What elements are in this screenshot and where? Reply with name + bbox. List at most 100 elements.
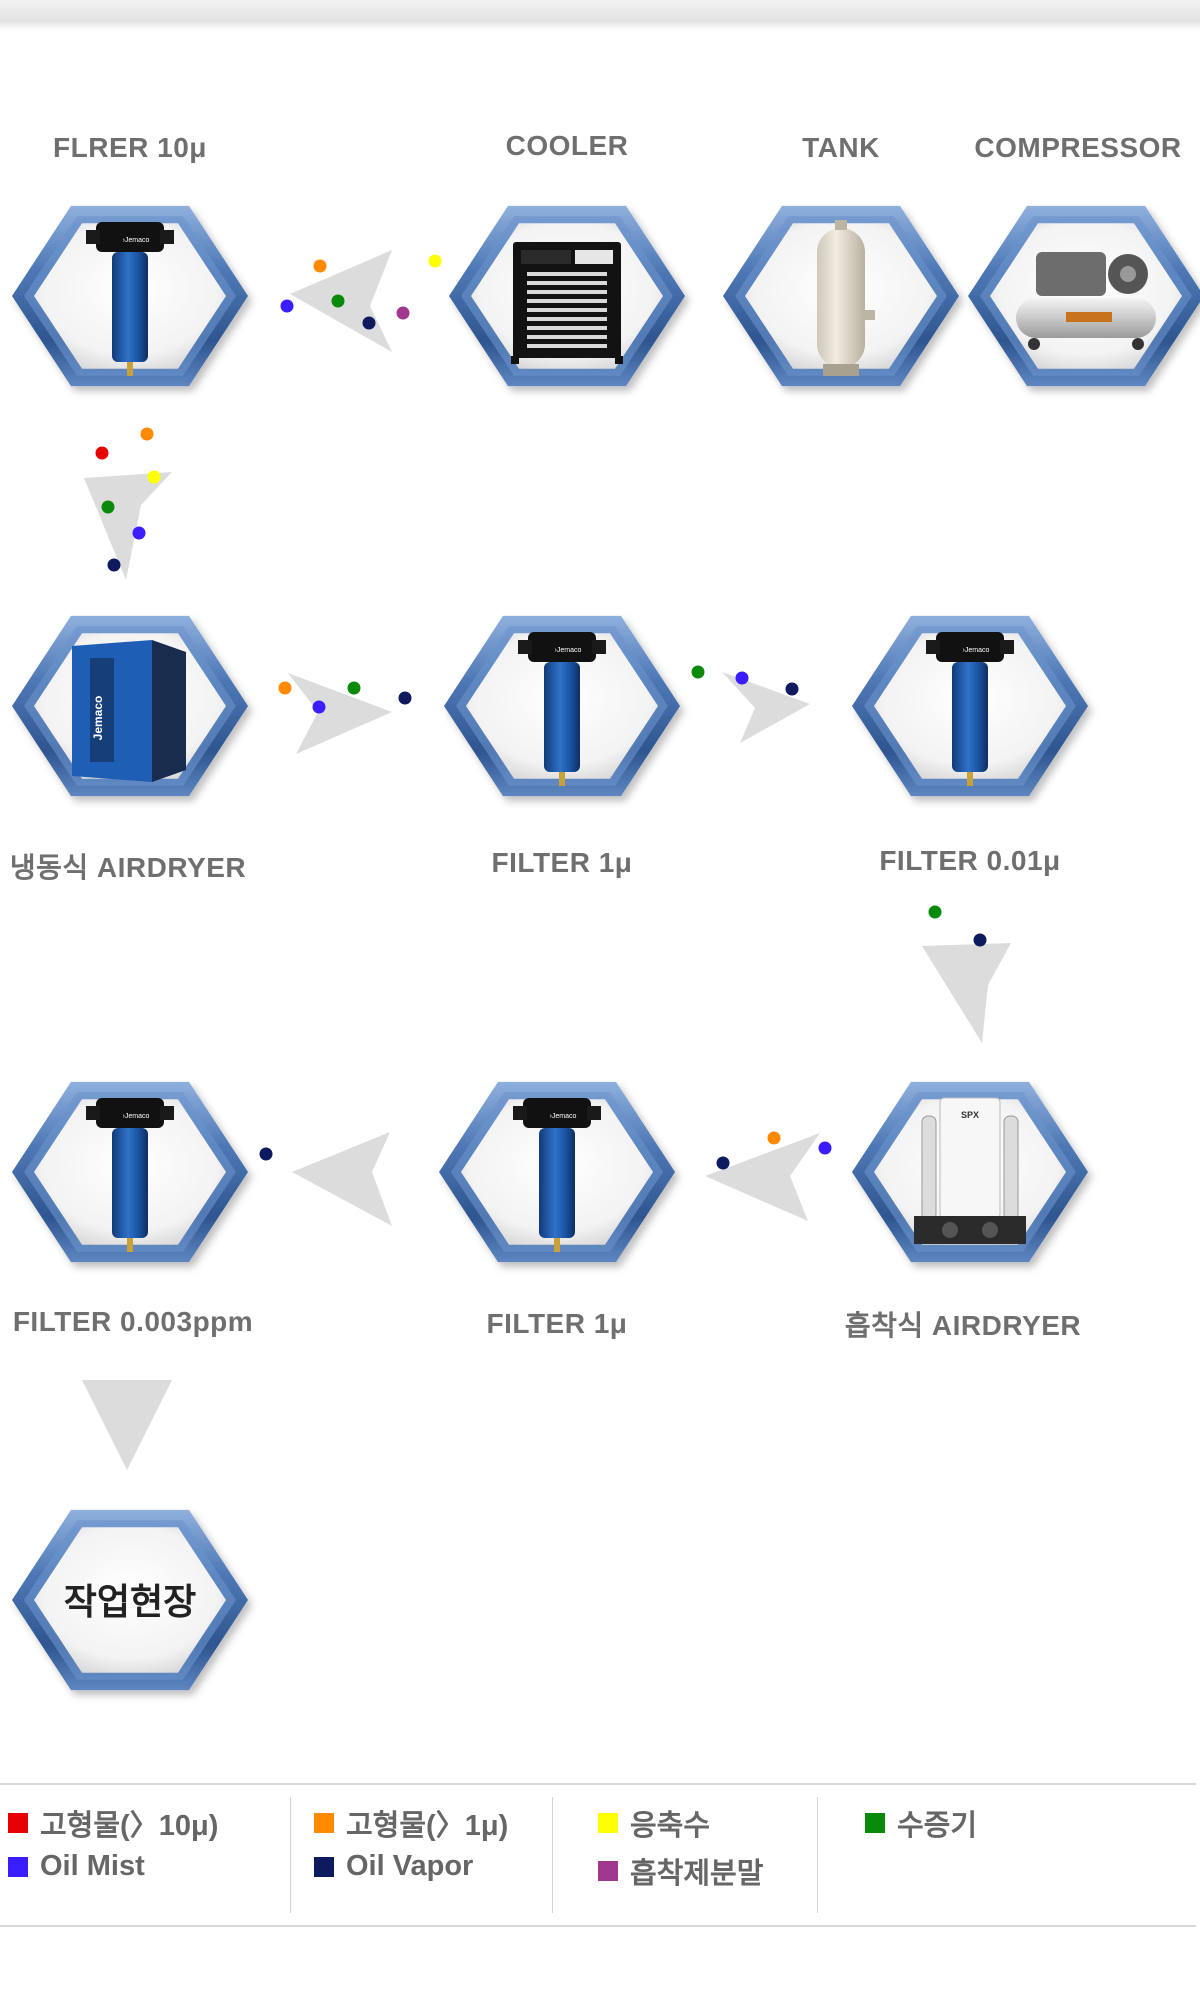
node-label-filter1b: FILTER 1μ	[486, 1308, 628, 1339]
legend-label: Oil Vapor	[346, 1850, 474, 1882]
node-label-compressor: COMPRESSOR	[974, 132, 1182, 163]
node-compressor	[968, 205, 1200, 387]
legend-label: Oil Mist	[40, 1850, 145, 1882]
legend-swatch	[598, 1861, 618, 1881]
worksite-node: 작업현장	[64, 1582, 196, 1623]
page-top-shadow	[0, 0, 1200, 30]
node-filter1b: ›Jemaco	[439, 1081, 675, 1263]
legend-item-condensate: 응축수	[598, 1802, 710, 1844]
node-label-filter10: FLRER 10μ	[53, 132, 207, 163]
flow-arrow-filter1a-to-filter001	[691, 665, 810, 743]
legend-swatch	[314, 1856, 334, 1877]
particle-condensate	[147, 470, 161, 484]
air-tank-icon	[817, 220, 875, 376]
node-filter10: ›Jemaco	[12, 205, 248, 387]
node-refdryer: Jemaco	[12, 615, 248, 797]
filter-housing-icon: ›Jemaco	[86, 1098, 174, 1252]
legend-divider	[552, 1797, 553, 1913]
node-label-filter0003: FILTER 0.003ppm	[12, 1306, 254, 1337]
adsorption-dryer-icon: SPX	[914, 1097, 1026, 1244]
flow-arrow-refdryer-to-filter1a	[278, 673, 412, 754]
particle-solid1	[278, 681, 292, 695]
legend-item-vapor: 수증기	[865, 1802, 977, 1844]
filter-housing-icon: ›Jemaco	[518, 632, 606, 786]
refrigerated-dryer-icon: Jemaco	[72, 640, 186, 782]
particle-oilmist	[280, 299, 294, 313]
flow-arrow-cooler-to-filter10	[280, 250, 442, 352]
flow-arrow-filter1b-to-filter0003	[259, 1132, 392, 1226]
particle-solid10	[95, 446, 109, 460]
particle-desiccant	[396, 306, 410, 320]
legend-item-desiccant: 흡착제분말	[598, 1850, 763, 1892]
node-label-adsdryer: 흡착식 AIRDRYER	[844, 1310, 1082, 1341]
legend-swatch	[8, 1856, 28, 1877]
node-filter001: ›Jemaco	[852, 615, 1088, 797]
particle-oilmist	[818, 1141, 832, 1155]
particle-vapor	[691, 665, 705, 679]
node-label-refdryer: 냉동식 AIRDRYER	[9, 852, 247, 883]
flow-arrow-filter001-to-adsdryer	[922, 905, 1011, 1043]
svg-text:›Jemaco: ›Jemaco	[550, 1113, 577, 1120]
particle-oilvapor	[973, 933, 987, 947]
cooler-unit-icon	[511, 242, 623, 364]
legend-divider	[290, 1797, 291, 1913]
flow-arrow-adsdryer-to-filter1b	[705, 1131, 832, 1221]
worksite-title: 작업현장	[64, 1582, 196, 1623]
particle-oilvapor	[398, 691, 412, 705]
particle-oilmist	[312, 700, 326, 714]
legend-label: 흡착제분말	[630, 1858, 764, 1890]
particle-oilvapor	[716, 1156, 730, 1170]
legend-label: 수증기	[897, 1810, 978, 1842]
particle-oilmist	[735, 671, 749, 685]
particle-solid1	[140, 427, 154, 441]
arrow-head-shape	[82, 1380, 172, 1470]
arrow-head-shape	[722, 672, 810, 743]
svg-text:›Jemaco: ›Jemaco	[123, 1113, 150, 1120]
arrow-head-shape	[922, 943, 1011, 1043]
particle-vapor	[331, 294, 345, 308]
legend: 고형물(〉10μ) 고형물(〉1μ) 응축수 수증기 Oil Mist Oil Vapor…	[0, 1783, 1196, 1927]
svg-text:›Jemaco: ›Jemaco	[123, 237, 150, 244]
particle-oilvapor	[785, 682, 799, 696]
node-label-cooler: COOLER	[505, 130, 629, 161]
flow-arrow-filter10-to-refdryer	[84, 427, 172, 580]
arrow-head-shape	[292, 1132, 392, 1226]
svg-text:Jemaco: Jemaco	[91, 696, 105, 741]
particle-oilvapor	[362, 316, 376, 330]
legend-item-oilmist: Oil Mist	[8, 1850, 145, 1883]
legend-item-solid10: 고형물(〉10μ)	[8, 1802, 218, 1844]
node-label-tank: TANK	[802, 132, 880, 163]
legend-label: 고형물(〉1μ)	[346, 1810, 509, 1842]
particle-oilvapor	[259, 1147, 273, 1161]
compressor-icon	[1016, 252, 1156, 350]
filter-housing-icon: ›Jemaco	[513, 1098, 601, 1252]
node-label-filter001: FILTER 0.01μ	[879, 845, 1061, 876]
node-adsdryer: SPX	[852, 1081, 1088, 1263]
particle-solid1	[767, 1131, 781, 1145]
particle-oilmist	[132, 526, 146, 540]
node-filter0003: ›Jemaco	[12, 1081, 248, 1263]
hexagon-face	[34, 1527, 226, 1673]
particle-oilvapor	[107, 558, 121, 572]
particle-vapor	[101, 500, 115, 514]
arrow-head-shape	[288, 673, 392, 754]
node-filter1a: ›Jemaco	[444, 615, 680, 797]
particle-solid1	[313, 259, 327, 273]
filter-housing-icon: ›Jemaco	[86, 222, 174, 376]
legend-label: 응축수	[630, 1810, 711, 1842]
node-worksite: 작업현장	[12, 1509, 248, 1691]
flow-arrow-filter0003-to-worksite	[82, 1380, 172, 1470]
arrow-head-shape	[84, 472, 172, 580]
particle-vapor	[347, 681, 361, 695]
svg-text:›Jemaco: ›Jemaco	[555, 647, 582, 654]
svg-text:SPX: SPX	[961, 1110, 979, 1120]
svg-text:›Jemaco: ›Jemaco	[963, 647, 990, 654]
filter-housing-icon: ›Jemaco	[926, 632, 1014, 786]
arrow-head-shape	[705, 1133, 820, 1221]
legend-swatch	[314, 1813, 334, 1833]
legend-swatch	[598, 1813, 618, 1833]
legend-swatch	[8, 1813, 28, 1833]
legend-label: 고형물(〉10μ)	[40, 1810, 219, 1842]
particle-condensate	[428, 254, 442, 268]
